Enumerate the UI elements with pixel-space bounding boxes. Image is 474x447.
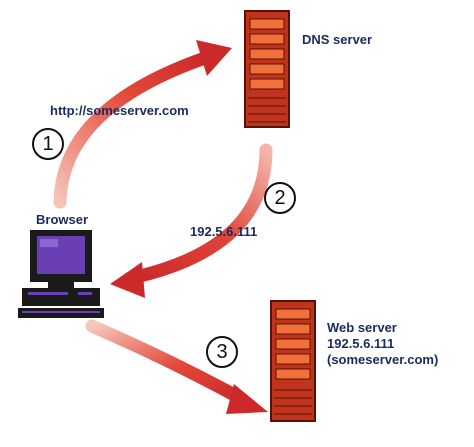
web-server-name-label: Web server [327,320,397,335]
browser-label: Browser [36,212,89,227]
resolved-ip-label: 192.5.6.111 [190,224,258,239]
dns-server-label: DNS server [302,32,373,47]
web-server-ip-label: 192.5.6.111 [327,336,395,351]
step-3-marker: 3 [206,336,238,368]
web-server-host-label: (someserver.com) [327,352,439,367]
request-arrow [53,40,232,209]
connect-arrow [85,319,268,414]
dns-server-icon [244,10,290,133]
request-url-label: http://someserver.com [50,103,189,118]
step-1-marker: 1 [32,128,64,160]
step-2-marker: 2 [264,182,296,214]
response-arrow [110,143,273,298]
browser-computer-icon [18,228,108,325]
web-server-icon [270,300,316,427]
